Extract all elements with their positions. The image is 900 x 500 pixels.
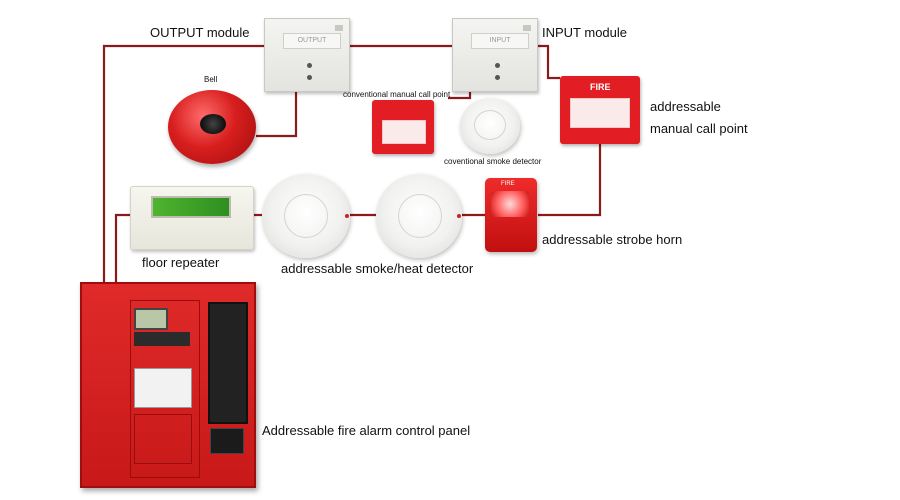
- label-smoke-heat-detector: addressable smoke/heat detector: [281, 262, 473, 277]
- wire-mcp-to-horn: [538, 144, 600, 215]
- floor-repeater-icon: [130, 186, 254, 250]
- wire-output-to-bell: [256, 88, 296, 136]
- label-addressable-mcp-line2: manual call point: [650, 122, 748, 137]
- panel-label-card-icon: [210, 428, 244, 454]
- strobe-horn-icon: FIRE: [485, 178, 537, 252]
- panel-keypad-icon: [134, 332, 190, 346]
- input-module-plate: INPUT: [471, 33, 529, 49]
- led-icon: [495, 63, 500, 68]
- detector-ring-icon: [284, 194, 328, 238]
- module-badge-icon: [335, 25, 343, 31]
- led-icon: [307, 63, 312, 68]
- input-module: INPUT: [452, 18, 538, 92]
- wire-repeater-to-panel: [116, 215, 130, 282]
- panel-door-window-icon: [208, 302, 248, 424]
- output-module-plate: OUTPUT: [283, 33, 341, 49]
- label-conventional-smoke: coventional smoke detector: [444, 157, 541, 166]
- panel-lcd-icon: [134, 308, 168, 330]
- label-control-panel: Addressable fire alarm control panel: [262, 424, 470, 439]
- detector-led-icon: [457, 214, 461, 218]
- wire-input-to-mcp: [536, 46, 560, 78]
- label-floor-repeater: floor repeater: [142, 256, 219, 271]
- smoke-heat-detector-icon: [262, 174, 350, 258]
- output-module: OUTPUT: [264, 18, 350, 92]
- label-output-module: OUTPUT module: [150, 26, 249, 41]
- smoke-heat-detector-icon: [376, 174, 462, 258]
- repeater-screen-icon: [151, 196, 231, 218]
- panel-zone-leds-icon: [134, 368, 192, 408]
- label-addressable-mcp-line1: addressable: [650, 100, 721, 115]
- detector-ring-icon: [398, 194, 442, 238]
- label-conventional-mcp: conventional manual call point: [343, 90, 450, 99]
- bell-hub-icon: [200, 114, 226, 134]
- addressable-mcp-icon: FIRE: [560, 76, 640, 144]
- conventional-mcp-icon: [372, 100, 434, 154]
- detector-led-icon: [345, 214, 349, 218]
- strobe-lens-icon: [491, 191, 529, 217]
- mcp-glass-icon: [570, 98, 630, 128]
- label-strobe-horn: addressable strobe horn: [542, 233, 682, 248]
- label-bell: Bell: [204, 75, 217, 84]
- bell-icon: [168, 90, 256, 164]
- control-panel-icon: [80, 282, 256, 488]
- led-icon: [495, 75, 500, 80]
- conventional-smoke-detector-icon: [460, 98, 520, 154]
- label-input-module: INPUT module: [542, 26, 627, 41]
- module-badge-icon: [523, 25, 531, 31]
- mcp-glass-icon: [382, 120, 426, 144]
- led-icon: [307, 75, 312, 80]
- horn-fire-text: FIRE: [501, 181, 515, 188]
- mcp-fire-text: FIRE: [590, 82, 611, 92]
- detector-ring-icon: [474, 110, 506, 140]
- panel-lower-box: [134, 414, 192, 464]
